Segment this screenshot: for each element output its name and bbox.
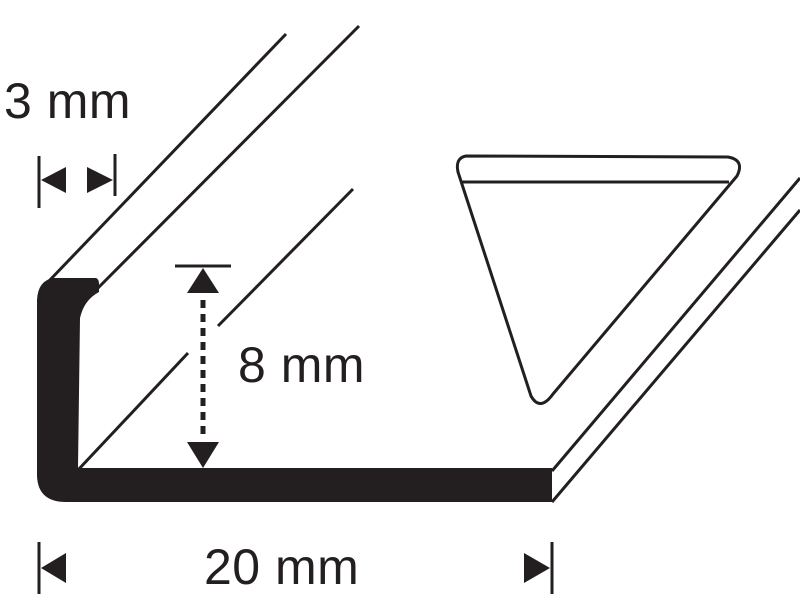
arrow-right-icon xyxy=(524,553,550,583)
triangle-perforation xyxy=(455,154,741,405)
horizontal-leg-edges xyxy=(550,177,800,503)
height-label: 8 mm xyxy=(238,337,365,393)
arrow-left-icon xyxy=(41,553,66,583)
inner-corner-edge xyxy=(76,187,355,472)
l-profile-cross-section xyxy=(37,278,552,502)
arrow-up-icon xyxy=(187,268,219,293)
arrow-right-icon xyxy=(87,167,113,193)
thickness-label: 3 mm xyxy=(4,73,131,129)
dimension-20mm-markers xyxy=(37,542,554,594)
arrow-left-icon xyxy=(41,167,66,193)
dimension-3mm-markers xyxy=(37,154,117,208)
width-label: 20 mm xyxy=(204,539,360,595)
vertical-leg-edges xyxy=(46,24,361,291)
arrow-down-icon xyxy=(187,442,219,468)
dimension-8mm-markers xyxy=(175,264,231,468)
